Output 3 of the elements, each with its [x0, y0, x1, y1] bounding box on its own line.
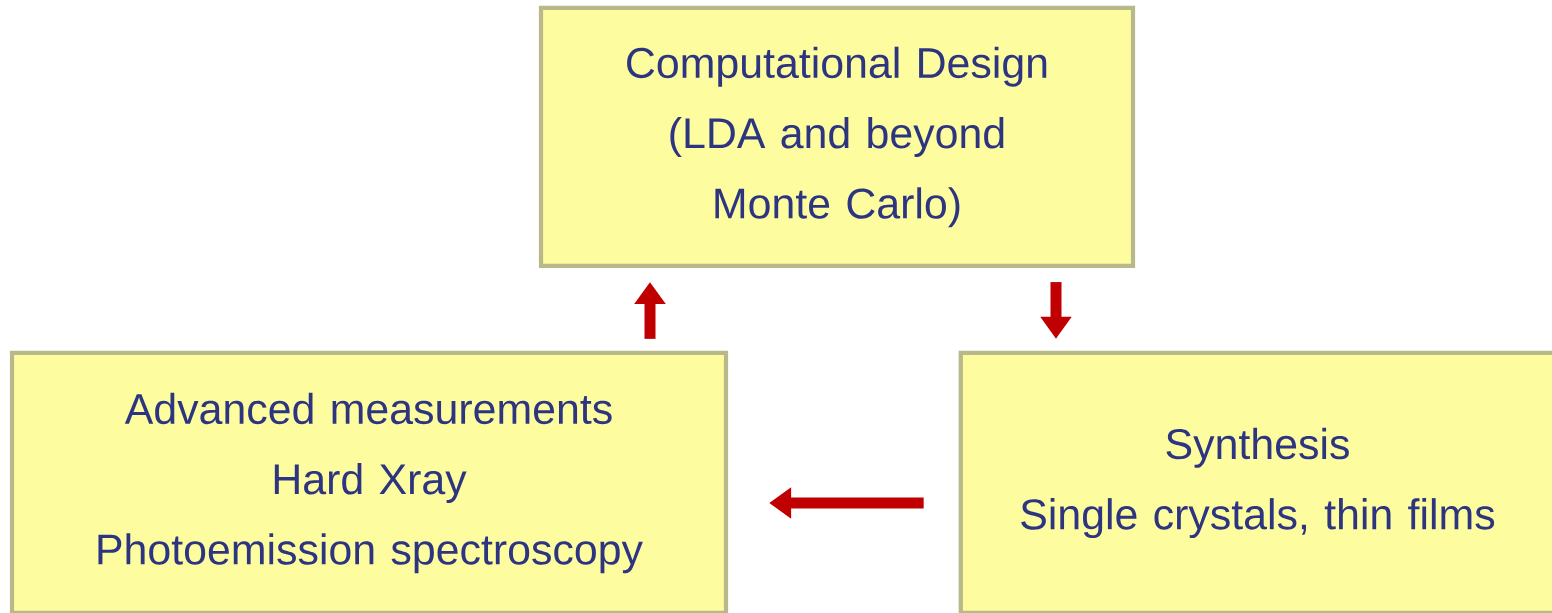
process-box: Computational Design (LDA and beyond Monte Carlo)	[538, 5, 1136, 269]
process-box: Advanced measurements Hard Xray Photoemission spectroscopy	[9, 350, 729, 613]
process-box: Synthesis Single crystals, thin films	[958, 350, 1552, 613]
